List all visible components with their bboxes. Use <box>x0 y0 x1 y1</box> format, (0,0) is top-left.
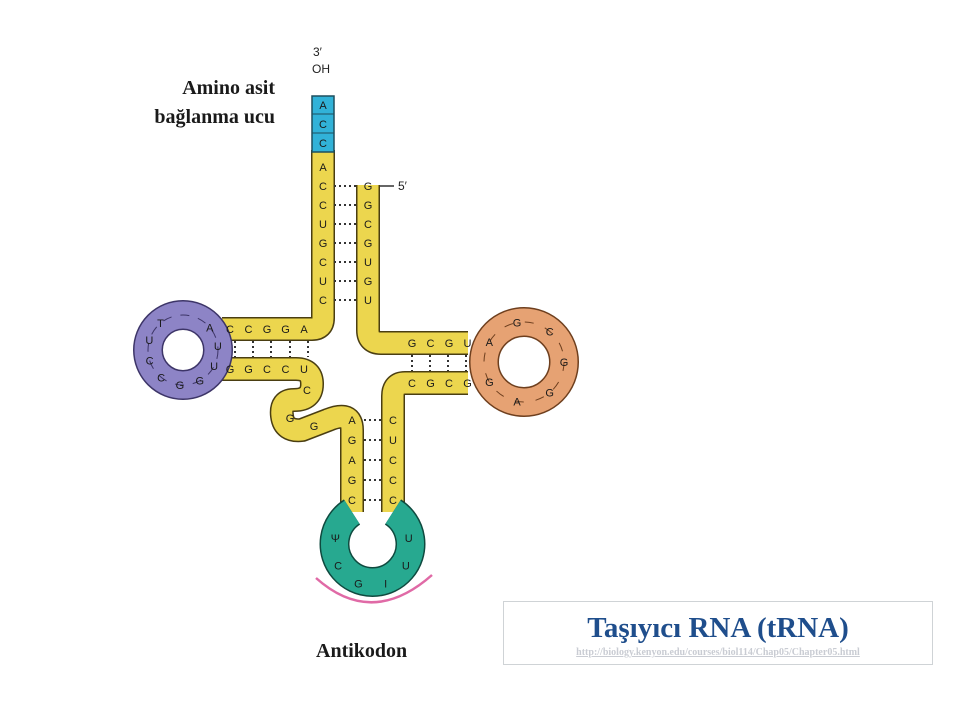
backbone <box>222 150 468 512</box>
base-acceptor-left-3: U <box>319 219 327 231</box>
base-d-loop-1: U <box>214 341 222 353</box>
base-t-loop-4: G <box>545 388 554 400</box>
anticodon-bracket <box>315 574 433 604</box>
base-t-loop-0: A <box>486 337 494 349</box>
base-acceptor-right-4: U <box>364 257 372 269</box>
anticodon-label: Antikodon <box>316 640 408 662</box>
base-anticodon-loop-1: C <box>334 560 342 572</box>
base-t-loop-1: G <box>513 318 522 330</box>
base-acceptor-right-0: G <box>364 181 373 193</box>
base-d-loop-2: U <box>210 361 218 373</box>
amino-acid-attachment-label: Amino asit bağlanma ucu <box>120 74 275 132</box>
base-anticodon-left-3: G <box>348 475 357 487</box>
base-d-arm-top-0: C <box>226 324 234 336</box>
base-anticodon-loop-3: I <box>384 578 387 590</box>
five-prime-label: 5′ <box>398 179 408 193</box>
base-acceptor-3prime-tail-1: C <box>319 119 327 131</box>
source-link[interactable]: http://biology.kenyon.edu/courses/biol11… <box>576 647 860 658</box>
base-anticodon-left-0: A <box>348 415 356 427</box>
base-d-arm-top-3: G <box>281 324 290 336</box>
base-anticodon-loop-0: Ψ <box>331 533 340 545</box>
oh-label: OH <box>312 62 330 76</box>
base-anticodon-left-4: C <box>348 495 356 507</box>
amino-label-line2: bağlanma ucu <box>154 106 275 128</box>
base-acceptor-right-3: G <box>364 238 373 250</box>
base-acceptor-3prime-tail-2: C <box>319 138 327 150</box>
base-t-loop-5: A <box>513 396 521 408</box>
acceptor-end <box>311 95 335 153</box>
base-d-arm-bottom-3: C <box>282 364 290 376</box>
base-variable-region-2: G <box>310 421 319 433</box>
base-t-arm-bottom-2: C <box>445 378 453 390</box>
base-t-arm-top-1: C <box>427 338 435 350</box>
base-t-arm-top-2: G <box>445 338 454 350</box>
hydrogen-bonds <box>234 185 467 501</box>
three-prime-label: 3′ <box>313 45 323 59</box>
base-d-loop-5: C <box>157 372 165 384</box>
base-d-arm-top-1: C <box>245 324 253 336</box>
base-acceptor-left-7: C <box>319 295 327 307</box>
base-d-loop-4: G <box>176 380 185 392</box>
base-d-arm-top-2: G <box>263 324 272 336</box>
base-acceptor-right-1: G <box>364 200 373 212</box>
title-box: Taşıyıcı RNA (tRNA) http://biology.kenyo… <box>503 601 933 665</box>
base-acceptor-left-2: C <box>319 200 327 212</box>
base-d-loop-8: T <box>157 318 164 330</box>
base-acceptor-right-6: U <box>364 295 372 307</box>
base-acceptor-left-6: U <box>319 276 327 288</box>
base-anticodon-left-1: G <box>348 435 357 447</box>
base-t-loop-2: C <box>546 326 554 338</box>
base-anticodon-right-0: C <box>389 415 397 427</box>
base-t-arm-top-0: G <box>408 338 417 350</box>
base-acceptor-left-4: G <box>319 238 328 250</box>
base-anticodon-right-2: C <box>389 455 397 467</box>
base-anticodon-right-1: U <box>389 435 397 447</box>
base-acceptor-left-0: A <box>319 162 327 174</box>
base-anticodon-loop-2: G <box>354 578 363 590</box>
base-anticodon-left-2: A <box>348 455 356 467</box>
base-d-arm-bottom-0: G <box>226 364 235 376</box>
base-d-loop-3: G <box>196 376 205 388</box>
base-acceptor-3prime-tail-0: A <box>319 100 327 112</box>
base-d-loop-6: C <box>146 356 154 368</box>
base-d-arm-bottom-2: C <box>263 364 271 376</box>
base-anticodon-right-4: C <box>389 495 397 507</box>
base-acceptor-right-5: G <box>364 276 373 288</box>
base-variable-region-0: C <box>303 385 311 397</box>
base-t-arm-bottom-1: G <box>426 378 435 390</box>
amino-label-line1: Amino asit <box>182 77 275 99</box>
slide-title: Taşıyıcı RNA (tRNA) <box>587 612 849 644</box>
base-d-arm-bottom-4: U <box>300 364 308 376</box>
base-anticodon-right-3: C <box>389 475 397 487</box>
base-acceptor-right-2: C <box>364 219 372 231</box>
base-anticodon-loop-5: U <box>405 533 413 545</box>
base-t-loop-6: G <box>485 377 494 389</box>
base-t-arm-bottom-3: G <box>463 378 472 390</box>
base-t-loop-3: G <box>560 357 569 369</box>
base-d-arm-bottom-1: G <box>244 364 253 376</box>
base-t-arm-top-3: U <box>464 338 472 350</box>
base-anticodon-loop-4: U <box>402 560 410 572</box>
base-d-arm-top-4: A <box>300 324 308 336</box>
base-d-loop-7: U <box>145 335 153 347</box>
base-acceptor-left-1: C <box>319 181 327 193</box>
base-variable-region-1: G <box>286 413 295 425</box>
base-t-arm-bottom-0: C <box>408 378 416 390</box>
base-d-loop-0: A <box>206 323 214 335</box>
base-acceptor-left-5: C <box>319 257 327 269</box>
